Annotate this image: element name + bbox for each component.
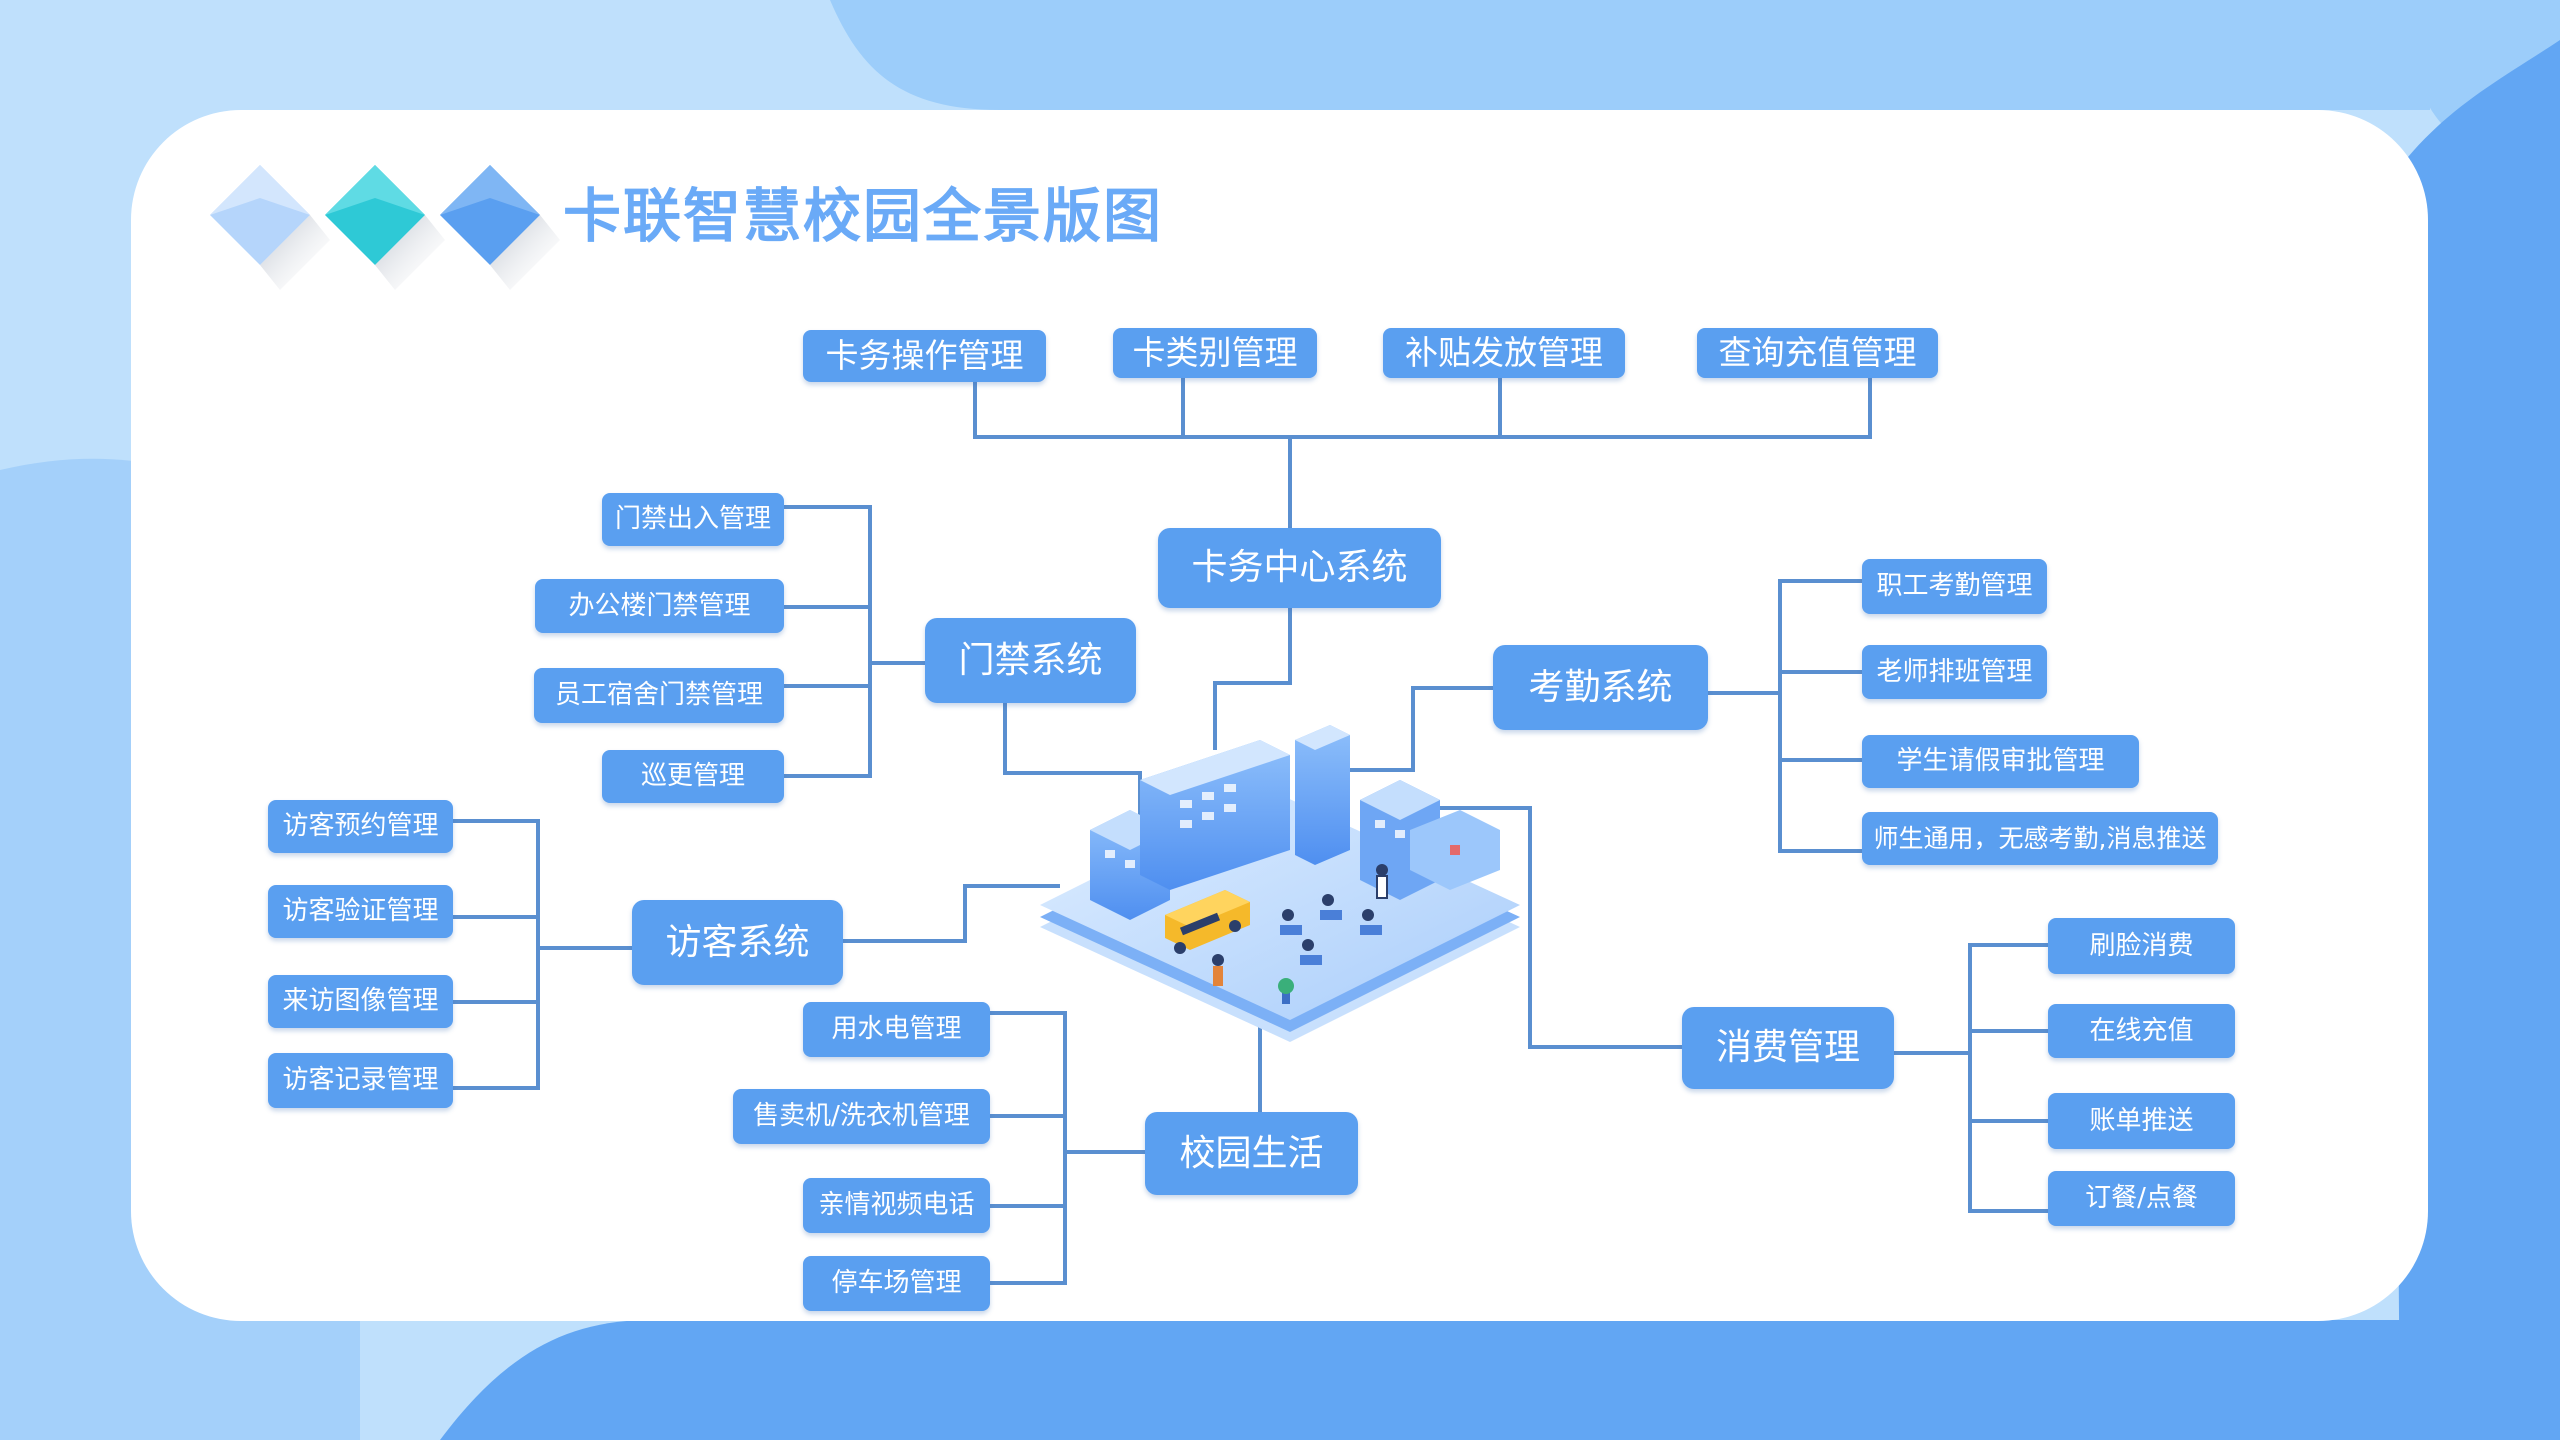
parking-node[interactable]: 停车场管理 [803,1256,990,1311]
access-system-node[interactable]: 门禁系统 [925,618,1136,703]
utilities-node[interactable]: 用水电管理 [803,1002,990,1057]
face-pay-node[interactable]: 刷脸消费 [2048,918,2235,974]
card-center-system-node[interactable]: 卡务中心系统 [1158,528,1441,608]
attendance-system-node[interactable]: 考勤系统 [1493,645,1708,730]
access-dorm-node[interactable]: 员工宿舍门禁管理 [534,668,784,723]
access-office-node[interactable]: 办公楼门禁管理 [535,579,784,633]
att-common-node[interactable]: 师生通用，无感考勤,消息推送 [1862,812,2218,865]
logo-diamonds-icon [210,165,560,290]
att-staff-node[interactable]: 职工考勤管理 [1862,559,2047,614]
meal-order-node[interactable]: 订餐/点餐 [2048,1171,2235,1226]
campus-life-node[interactable]: 校园生活 [1145,1112,1358,1195]
page-title: 卡联智慧校园全景版图 [563,182,1164,250]
visitor-system-node[interactable]: 访客系统 [632,900,843,985]
online-recharge-node[interactable]: 在线充值 [2048,1004,2235,1058]
consume-management-node[interactable]: 消费管理 [1682,1007,1894,1089]
bill-push-node[interactable]: 账单推送 [2048,1093,2235,1149]
card-types-node[interactable]: 卡类别管理 [1113,328,1317,378]
visitor-record-node[interactable]: 访客记录管理 [268,1053,453,1108]
subsidy-node[interactable]: 补贴发放管理 [1383,328,1625,378]
visitor-image-node[interactable]: 来访图像管理 [268,975,453,1028]
campus-illustration-icon [1040,725,1520,1042]
att-leave-node[interactable]: 学生请假审批管理 [1862,735,2139,788]
vending-laundry-node[interactable]: 售卖机/洗衣机管理 [733,1089,990,1144]
patrol-node[interactable]: 巡更管理 [602,750,784,803]
video-call-node[interactable]: 亲情视频电话 [803,1178,990,1233]
att-schedule-node[interactable]: 老师排班管理 [1862,645,2047,699]
query-recharge-node[interactable]: 查询充值管理 [1697,328,1938,378]
access-inout-node[interactable]: 门禁出入管理 [602,493,784,546]
card-ops-node[interactable]: 卡务操作管理 [803,330,1046,382]
visitor-booking-node[interactable]: 访客预约管理 [268,800,453,853]
visitor-verify-node[interactable]: 访客验证管理 [268,885,453,938]
